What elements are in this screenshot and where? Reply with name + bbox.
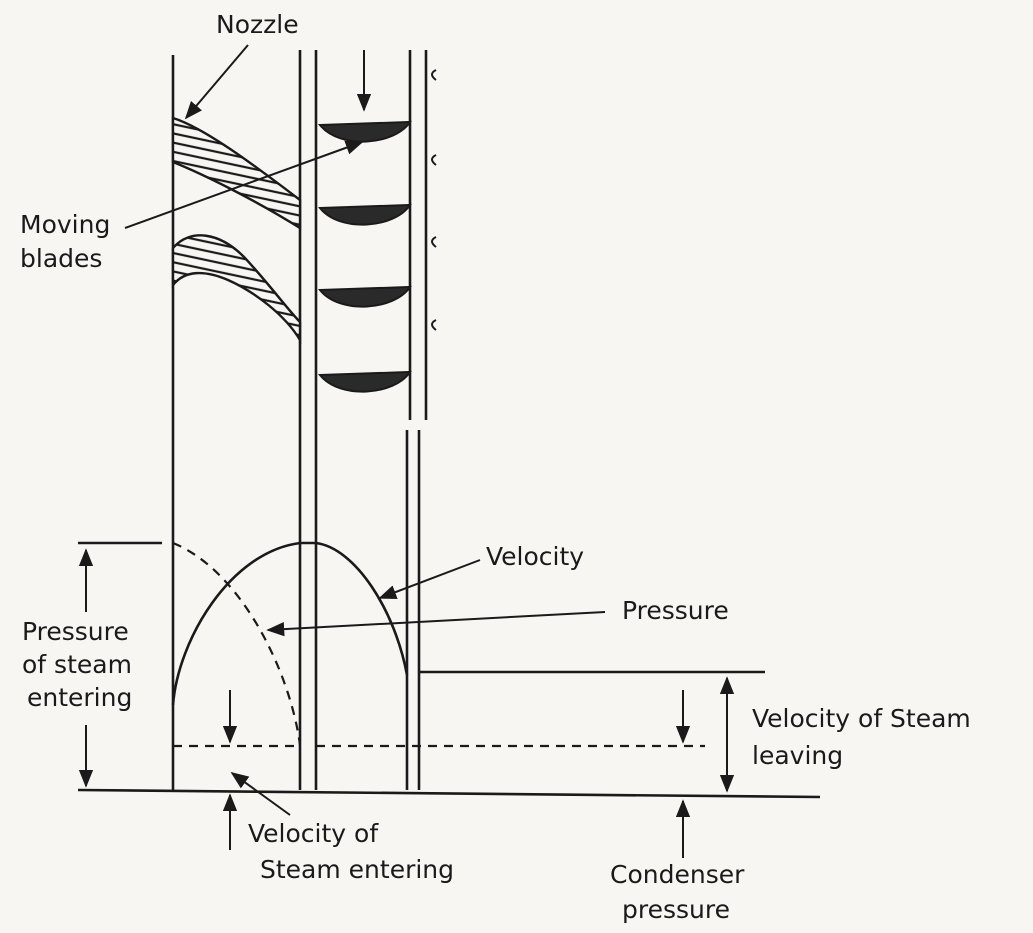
pressure-label: Pressure xyxy=(622,596,729,625)
wall-curls xyxy=(431,69,437,331)
velocity-leader xyxy=(378,559,481,599)
nozzle-lower xyxy=(171,234,302,345)
velocity-leaving-label-line2: leaving xyxy=(752,741,843,770)
pressure-entering-label-line1: Pressure xyxy=(22,617,129,646)
blade-2 xyxy=(317,203,412,226)
blade-4 xyxy=(317,370,412,393)
velocity-label: Velocity xyxy=(486,542,584,571)
blade-1 xyxy=(317,120,412,143)
nozzle-leader xyxy=(184,44,249,120)
pressure-curve xyxy=(172,541,302,746)
condenser-baseline xyxy=(77,788,821,799)
pressure-entering-label-line2: of steam xyxy=(22,650,132,679)
blade-3 xyxy=(317,285,412,308)
condenser-label-line1: Condenser xyxy=(610,860,745,889)
velocity-leaving-label-line1: Velocity of Steam xyxy=(752,704,971,733)
moving-blades-leader xyxy=(124,140,364,229)
pressure-leader xyxy=(266,611,606,637)
pressure-entering-label-line3: entering xyxy=(27,683,132,712)
condenser-label-line2: pressure xyxy=(622,895,730,924)
velocity-entering-label-line2: Steam entering xyxy=(260,855,454,884)
moving-blades-label-line2: blades xyxy=(20,244,102,273)
nozzles xyxy=(171,116,302,345)
velocity-entering-leader xyxy=(230,771,291,816)
velocity-curve xyxy=(171,541,409,706)
casing-walls xyxy=(171,50,428,790)
velocity-entering-label-line1: Velocity of xyxy=(248,819,379,848)
moving-blades-label-line1: Moving xyxy=(20,210,110,239)
moving-blades xyxy=(317,120,412,393)
nozzle-upper xyxy=(171,116,302,231)
nozzle-label: Nozzle xyxy=(216,10,299,39)
